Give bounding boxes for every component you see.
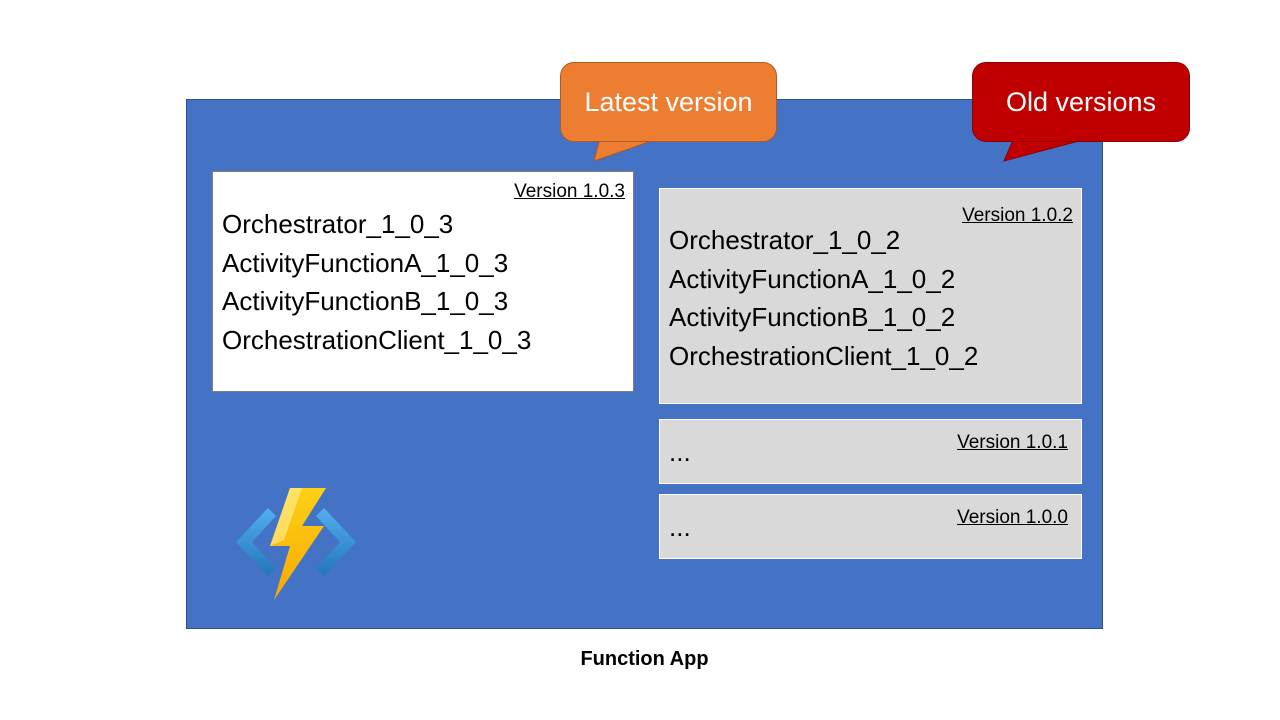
latest-version-box: Version 1.0.3 Orchestrator_1_0_3 Activit…: [212, 171, 634, 392]
old-versions-callout: Old versions: [972, 62, 1190, 142]
latest-function-list: Orchestrator_1_0_3 ActivityFunctionA_1_0…: [222, 205, 531, 359]
function-item: ActivityFunctionB_1_0_2: [669, 302, 956, 332]
ellipsis: ...: [669, 512, 691, 542]
old-version-box-1-0-0: Version 1.0.0 ...: [659, 494, 1082, 559]
function-item: ActivityFunctionB_1_0_3: [222, 286, 509, 316]
old-version-box-1-0-2: Version 1.0.2 Orchestrator_1_0_2 Activit…: [659, 188, 1082, 404]
azure-functions-icon: [236, 488, 356, 600]
function-app-caption: Function App: [580, 648, 709, 670]
old-callout-label: Old versions: [1005, 86, 1157, 117]
old-function-list: Orchestrator_1_0_2 ActivityFunctionA_1_0…: [669, 221, 978, 375]
version-label-1-0-3: Version 1.0.3: [514, 181, 625, 202]
version-label-1-0-0: Version 1.0.0: [957, 507, 1068, 528]
function-item: OrchestrationClient_1_0_3: [222, 324, 532, 355]
version-label-1-0-2: Version 1.0.2: [962, 205, 1073, 226]
old-version-box-1-0-1: Version 1.0.1 ...: [659, 419, 1082, 484]
function-item: ActivityFunctionA_1_0_2: [669, 263, 956, 294]
function-item: Orchestrator_1_0_3: [222, 209, 454, 239]
ellipsis: ...: [669, 437, 691, 467]
latest-version-callout: Latest version: [560, 62, 777, 142]
latest-callout-label: Latest version: [584, 86, 753, 117]
version-label-1-0-1: Version 1.0.1: [957, 432, 1068, 453]
function-item: Orchestrator_1_0_2: [669, 225, 901, 255]
function-item: ActivityFunctionA_1_0_3: [222, 247, 509, 278]
function-item: OrchestrationClient_1_0_2: [669, 340, 979, 371]
